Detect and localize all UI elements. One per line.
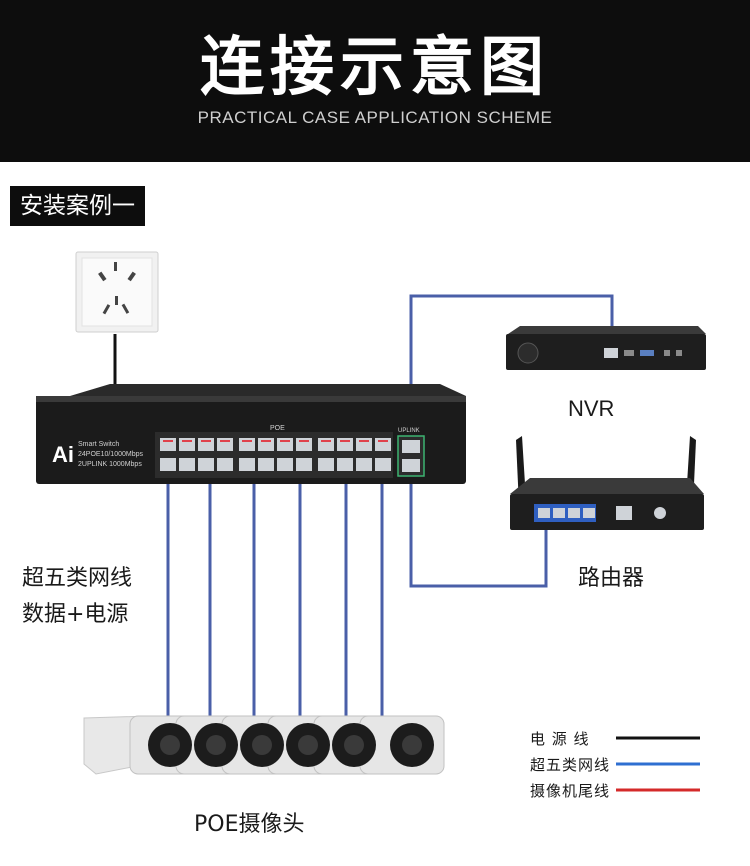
switch-line-1: Smart Switch — [78, 441, 119, 448]
camera-cables — [166, 478, 384, 718]
header-banner: 连接示意图 PRACTICAL CASE APPLICATION SCHEME — [0, 0, 750, 162]
switch-line-2: 24POE10/1000Mbps — [78, 451, 143, 458]
switch-logo: Ai — [52, 442, 74, 467]
nvr-icon — [506, 326, 706, 370]
page-title: 连接示意图 — [200, 31, 550, 105]
router-label: 路由器 — [578, 566, 645, 591]
case-label: 安装案例一 — [10, 186, 145, 226]
legend-camera: 摄像机尾线 — [530, 782, 611, 800]
cable-label-1: 超五类网线 — [22, 566, 133, 591]
legend-power: 电 源 线 — [530, 730, 590, 748]
nvr-label: NVR — [568, 396, 615, 421]
wall-outlet-icon — [75, 251, 159, 333]
poe-switch-icon — [36, 384, 466, 484]
cable-label-2: 数据+电源 — [22, 602, 129, 627]
router-cable — [409, 460, 548, 588]
camera-label: POE摄像头 — [194, 812, 305, 837]
page-subtitle: PRACTICAL CASE APPLICATION SCHEME — [197, 108, 553, 127]
switch-line-3: 2UPLINK 1000Mbps — [78, 461, 142, 468]
switch-poe-label: POE — [270, 425, 285, 432]
router-icon — [510, 436, 704, 530]
legend-cat5: 超五类网线 — [530, 756, 611, 774]
camera-row-icon — [83, 715, 445, 775]
switch-uplink-label: UPLINK — [398, 428, 420, 434]
